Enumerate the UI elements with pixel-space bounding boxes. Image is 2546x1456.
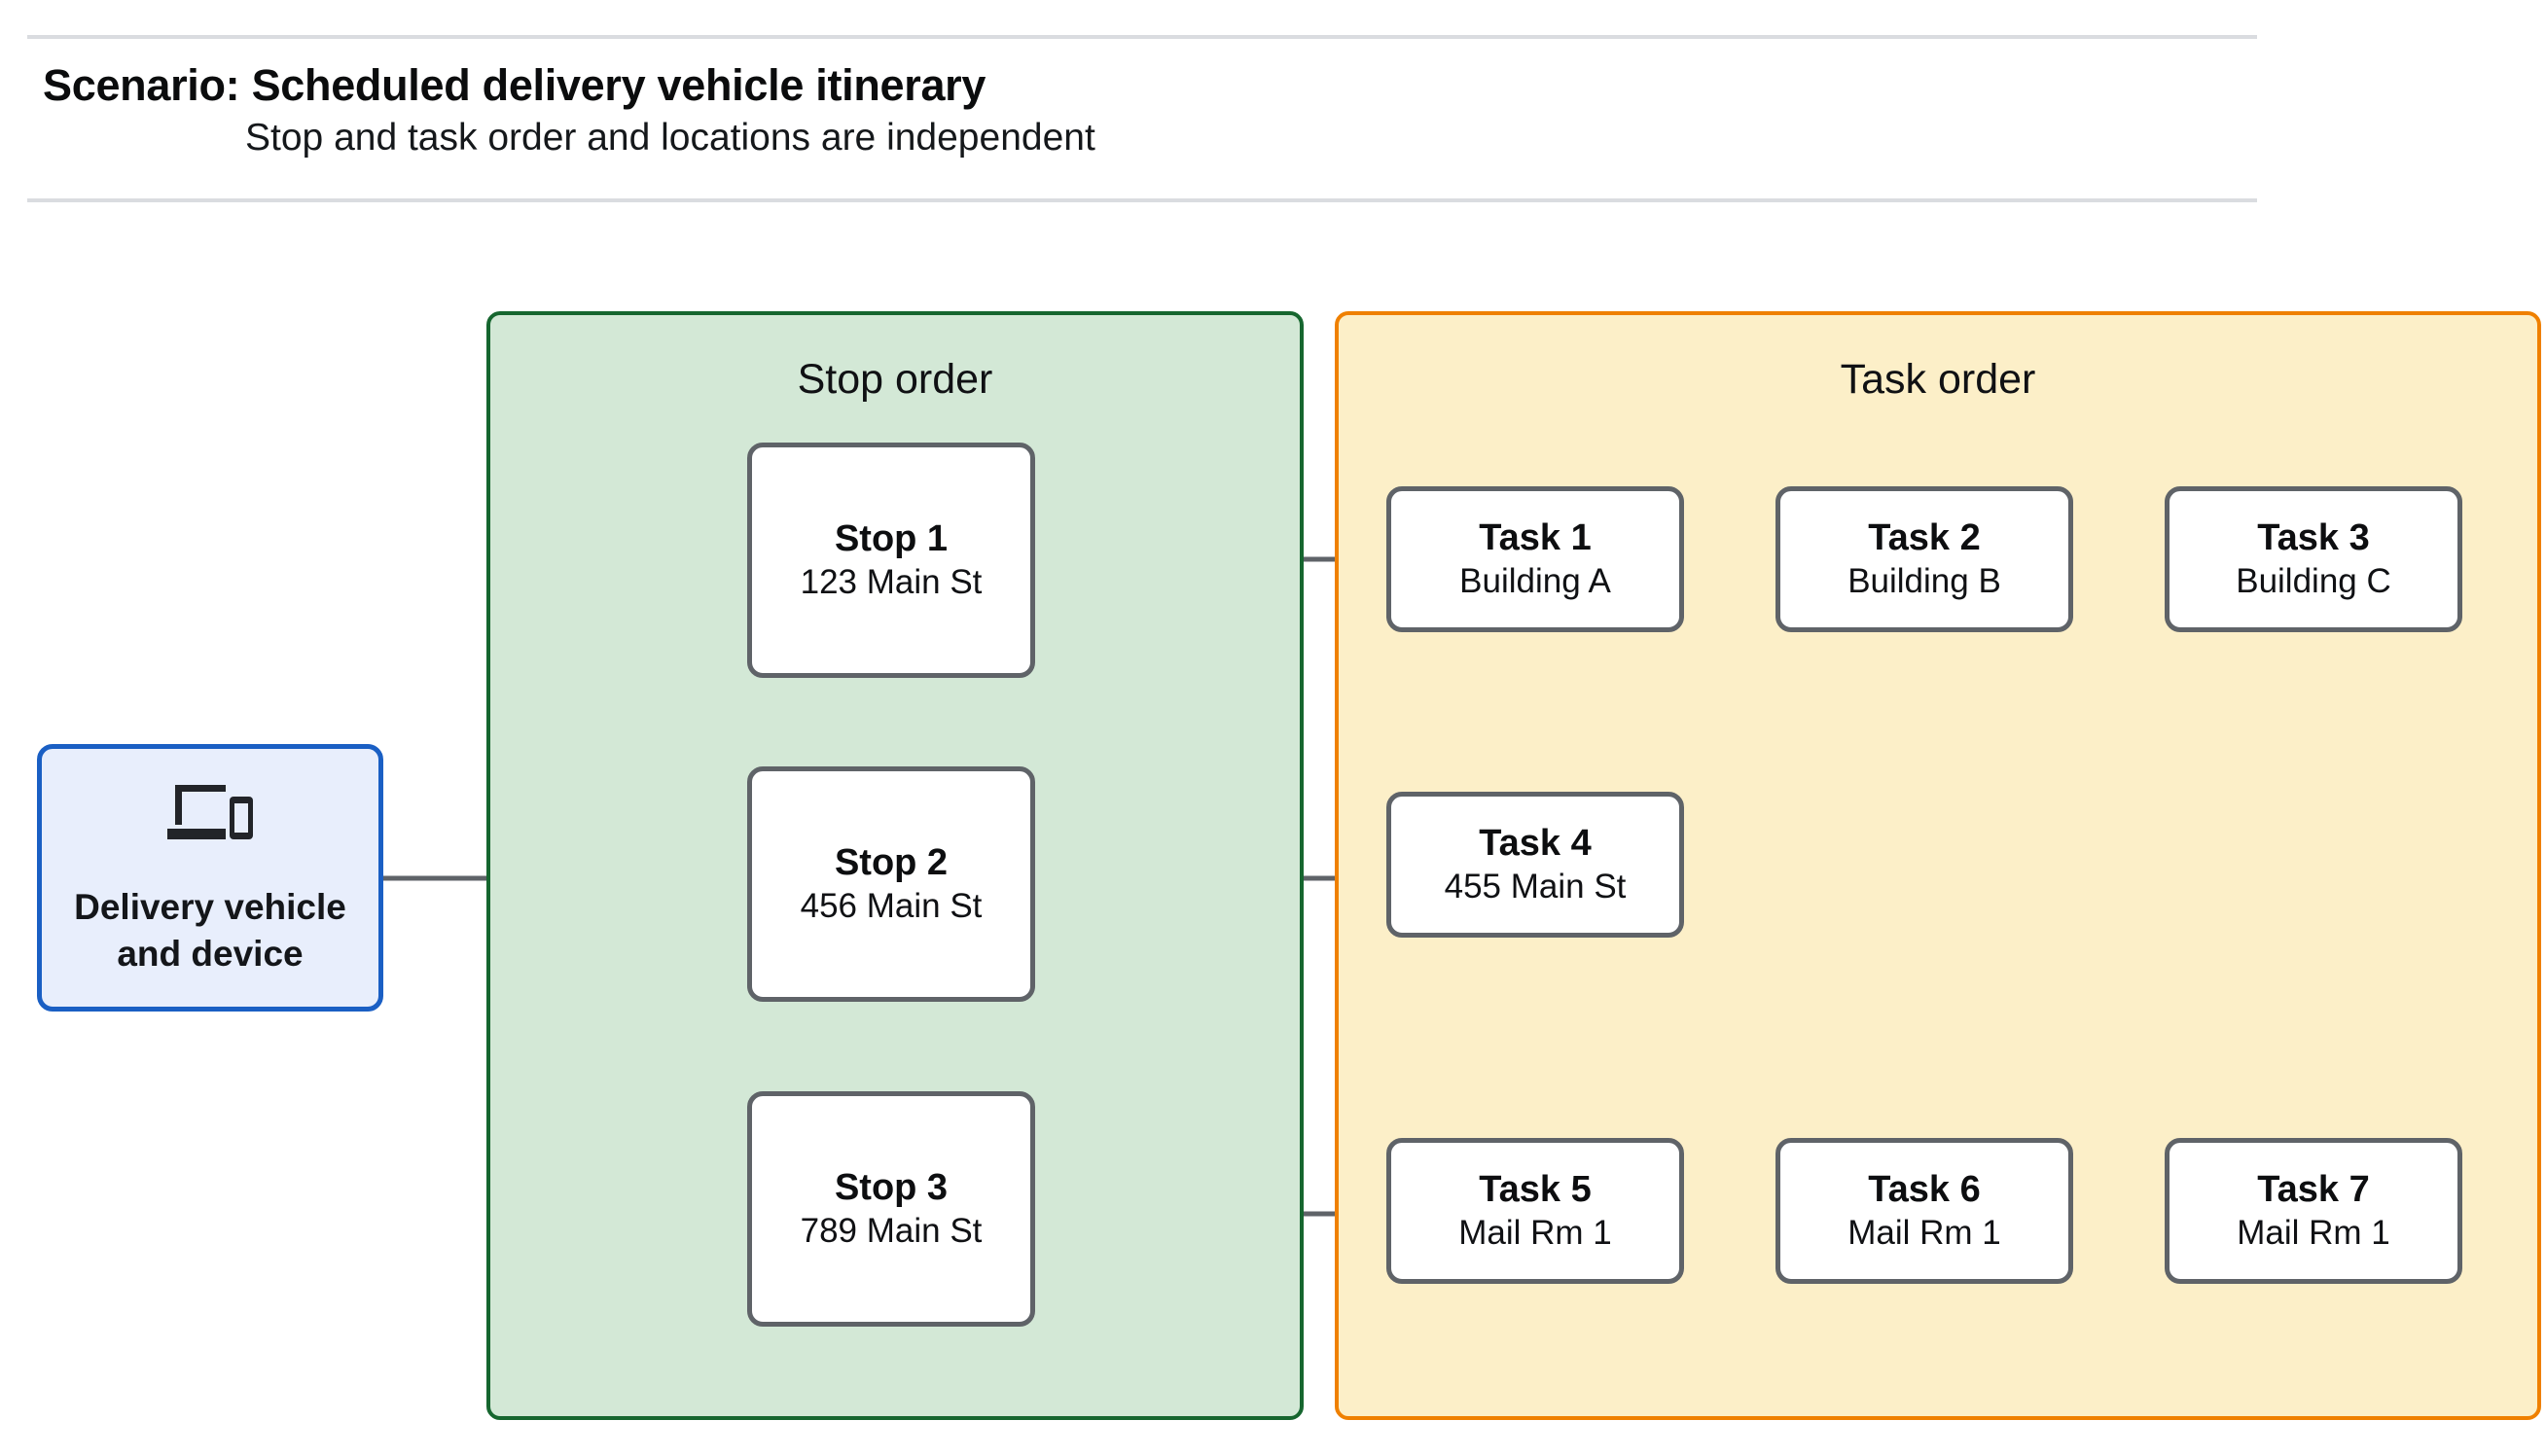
task-node-location: Mail Rm 1: [2237, 1213, 2390, 1252]
task-node-location: Building C: [2236, 561, 2391, 600]
task-node-5[interactable]: Task 5 Mail Rm 1: [1386, 1138, 1684, 1284]
task-node-title: Task 6: [1868, 1169, 1981, 1211]
devices-icon: [167, 785, 253, 840]
task-order-title: Task order: [1840, 356, 2036, 403]
task-node-4[interactable]: Task 4 455 Main St: [1386, 792, 1684, 938]
stop-node-title: Stop 1: [834, 518, 949, 560]
device-node-label: Delivery vehicle and device: [74, 887, 346, 974]
task-node-7[interactable]: Task 7 Mail Rm 1: [2165, 1138, 2462, 1284]
task-node-location: Building A: [1459, 561, 1611, 600]
task-node-location: 455 Main St: [1444, 867, 1627, 906]
task-node-1[interactable]: Task 1 Building A: [1386, 486, 1684, 632]
page-title: Scenario: Scheduled delivery vehicle iti…: [43, 60, 986, 110]
stop-node-title: Stop 3: [834, 1167, 949, 1209]
task-node-title: Task 7: [2257, 1169, 2370, 1211]
stop-node-title: Stop 2: [834, 842, 949, 884]
task-node-title: Task 5: [1479, 1169, 1592, 1211]
stop-node-address: 456 Main St: [800, 886, 983, 925]
stop-node-2[interactable]: Stop 2 456 Main St: [747, 766, 1035, 1002]
stop-order-title: Stop order: [797, 356, 993, 403]
task-node-title: Task 4: [1479, 823, 1592, 865]
header-divider-bottom: [27, 198, 2257, 202]
task-node-2[interactable]: Task 2 Building B: [1775, 486, 2073, 632]
delivery-vehicle-and-device-node[interactable]: Delivery vehicle and device: [37, 744, 383, 1012]
stop-node-address: 789 Main St: [800, 1211, 983, 1250]
task-node-location: Mail Rm 1: [1847, 1213, 2001, 1252]
header-divider-top: [27, 35, 2257, 39]
task-node-location: Mail Rm 1: [1458, 1213, 1612, 1252]
task-node-title: Task 2: [1868, 517, 1981, 559]
task-node-location: Building B: [1847, 561, 2001, 600]
task-node-3[interactable]: Task 3 Building C: [2165, 486, 2462, 632]
task-node-title: Task 1: [1479, 517, 1592, 559]
stop-node-address: 123 Main St: [800, 562, 983, 601]
stop-node-1[interactable]: Stop 1 123 Main St: [747, 443, 1035, 678]
task-node-6[interactable]: Task 6 Mail Rm 1: [1775, 1138, 2073, 1284]
task-node-title: Task 3: [2257, 517, 2370, 559]
page-subtitle: Stop and task order and locations are in…: [245, 117, 1095, 159]
stop-node-3[interactable]: Stop 3 789 Main St: [747, 1091, 1035, 1327]
